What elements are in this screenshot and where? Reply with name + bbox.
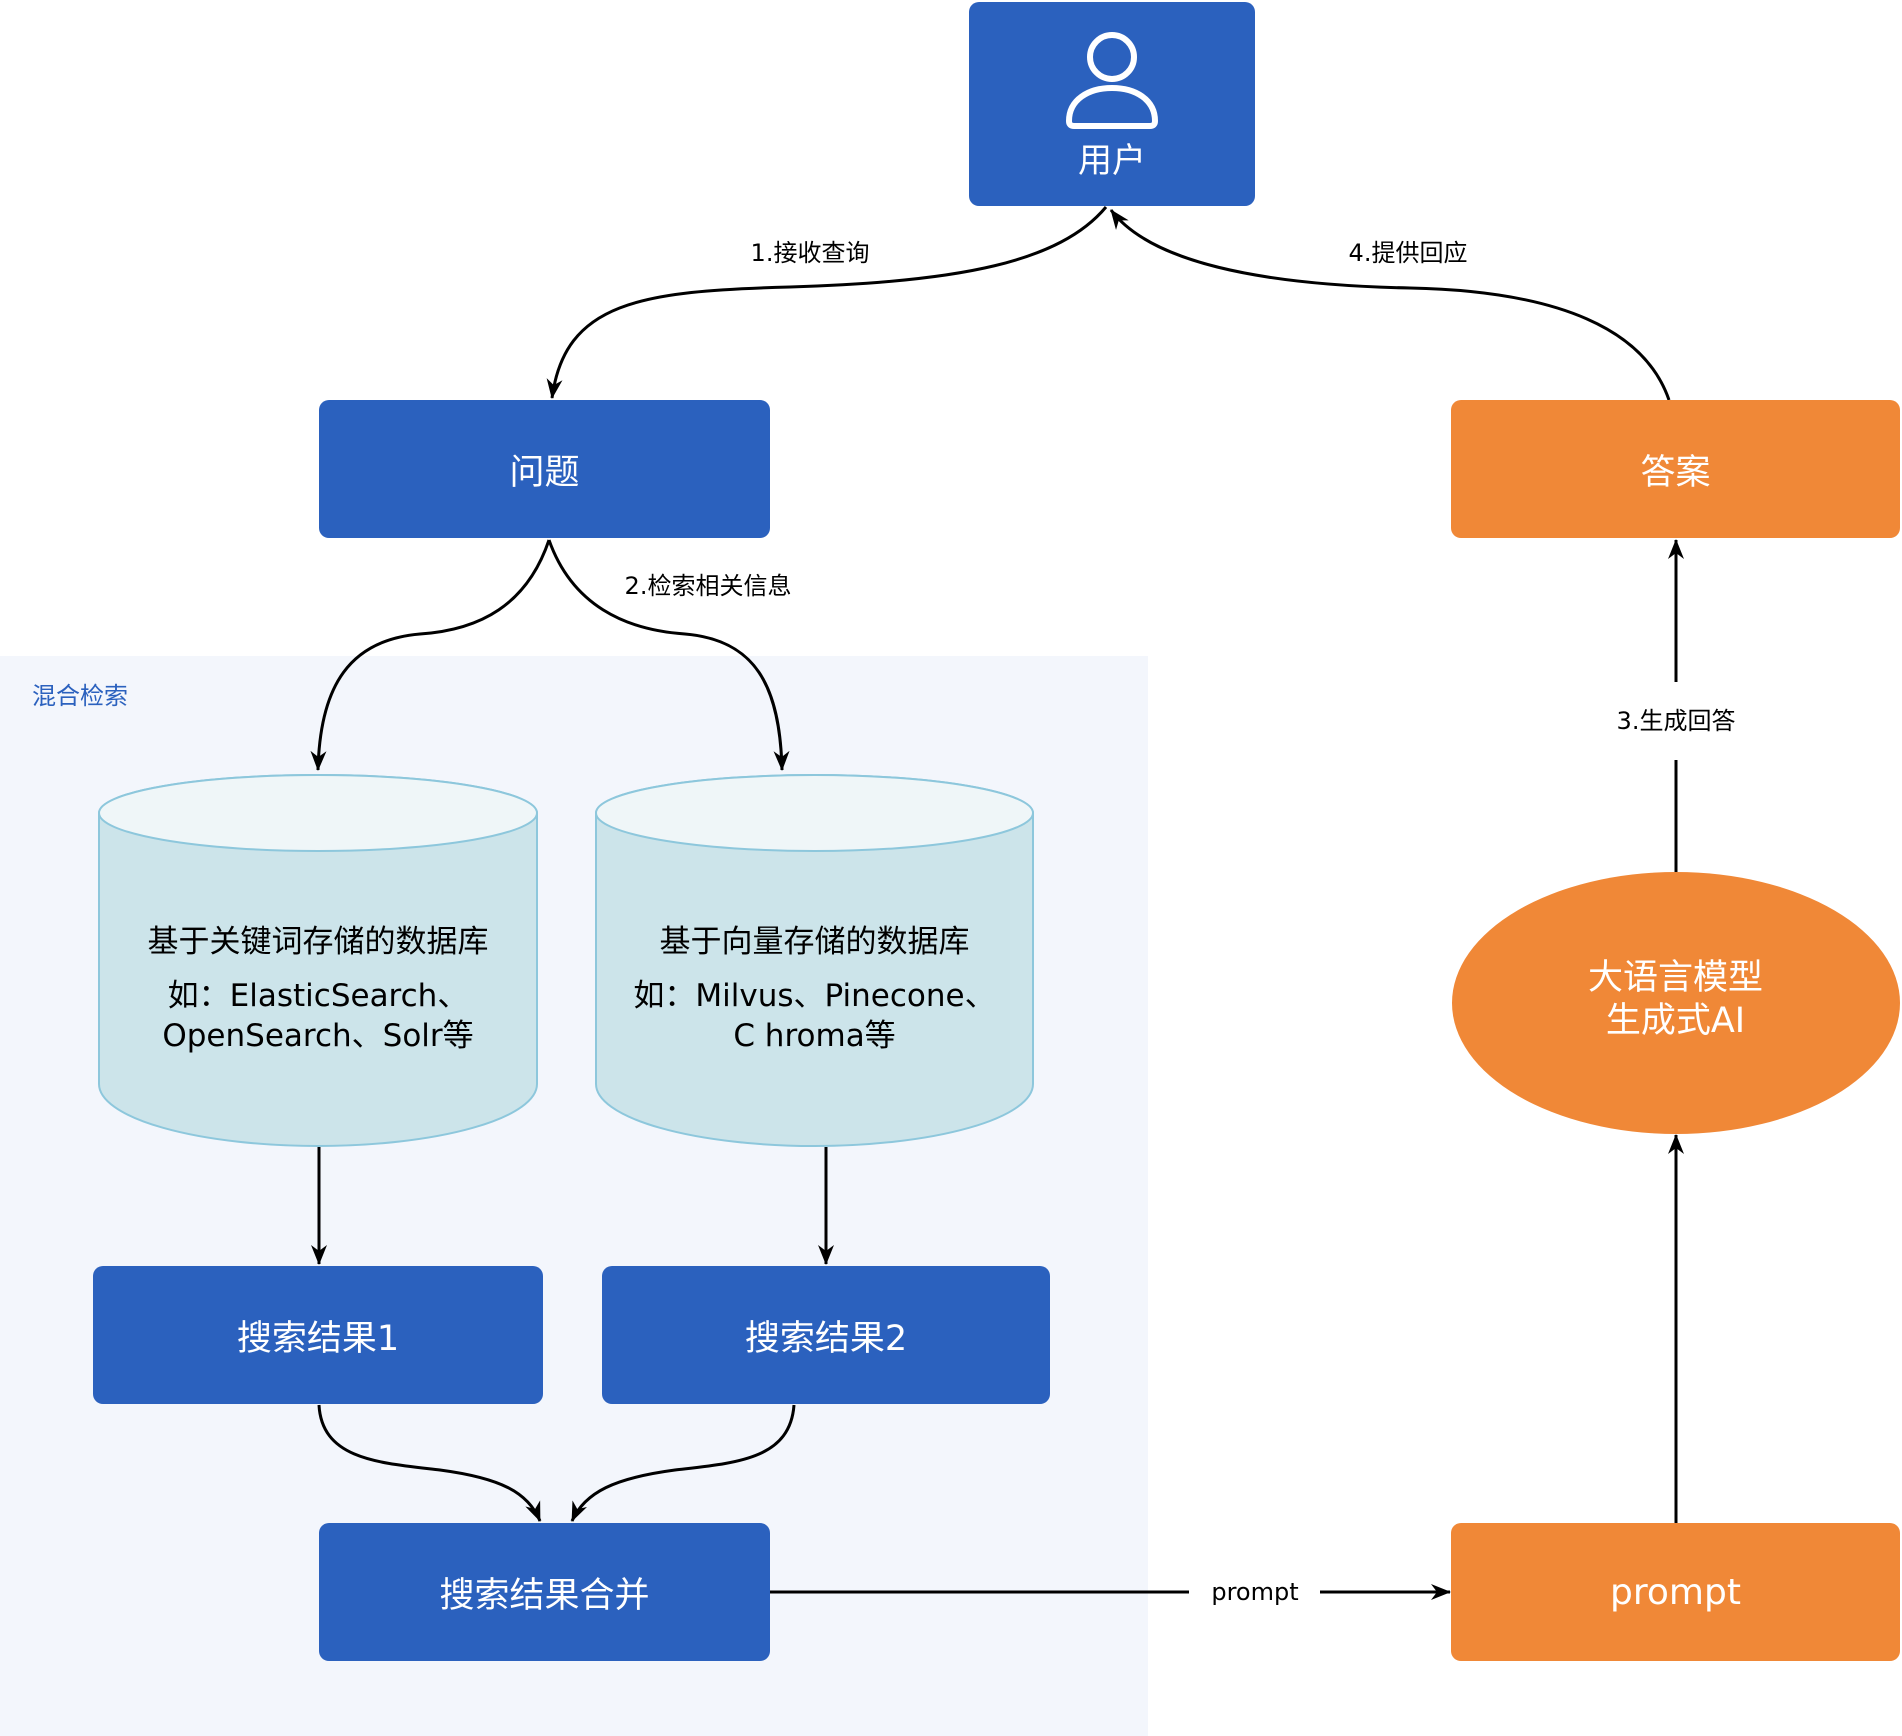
edge-label-generate-answer: 3.生成回答 <box>1616 707 1736 735</box>
vector-database-text: 基于向量存储的数据库 如：Milvus、Pinecone、 C hroma等 <box>596 922 1033 1056</box>
search-result-2-label: 搜索结果2 <box>744 1318 908 1359</box>
search-result-1-node: 搜索结果1 <box>93 1266 543 1404</box>
edge-label-prompt: prompt <box>1211 1578 1299 1606</box>
edge-label-retrieve-info: 2.检索相关信息 <box>624 572 792 600</box>
llm-node-line-2: 生成式AI <box>1605 1001 1746 1041</box>
llm-node <box>1452 872 1900 1134</box>
user-node-label: 用户 <box>1078 141 1146 181</box>
merged-results-label: 搜索结果合并 <box>439 1575 650 1616</box>
vector-database-examples-line-1: 如：Milvus、Pinecone、 <box>633 978 996 1014</box>
vector-database-top <box>595 774 1034 852</box>
keyword-database-examples-line-1: 如：ElasticSearch、 <box>167 978 469 1014</box>
keyword-database-examples-line-2: OpenSearch、Solr等 <box>162 1018 474 1054</box>
edge-receive-query <box>546 206 1108 399</box>
user-node: 用户 <box>969 2 1255 206</box>
llm-node-text: 大语言模型 生成式AI <box>1451 957 1900 1043</box>
edge-provide-response <box>1109 209 1671 401</box>
search-result-1-label: 搜索结果1 <box>236 1318 400 1359</box>
answer-node: 答案 <box>1451 400 1900 538</box>
prompt-node-label: prompt <box>1610 1571 1741 1613</box>
merged-results-node: 搜索结果合并 <box>319 1523 770 1661</box>
user-icon <box>1066 32 1158 129</box>
question-node: 问题 <box>319 400 770 538</box>
vector-database-title: 基于向量存储的数据库 <box>659 924 970 960</box>
edge-retrieve-vector-db <box>547 539 790 771</box>
question-node-label: 问题 <box>509 452 580 493</box>
edge-retrieve-keyword-db <box>310 539 551 771</box>
edge-label-receive-query: 1.接收查询 <box>750 239 870 267</box>
edge-result-2-to-merged <box>570 1404 796 1522</box>
hybrid-search-region-label: 混合检索 <box>32 682 128 710</box>
vector-database-examples-line-2: C hroma等 <box>733 1018 896 1054</box>
prompt-node: prompt <box>1451 1523 1900 1661</box>
edge-label-provide-response: 4.提供回应 <box>1348 239 1468 267</box>
search-result-2-node: 搜索结果2 <box>602 1266 1050 1404</box>
answer-node-label: 答案 <box>1640 452 1711 493</box>
vector-database-cylinder <box>595 774 1034 1147</box>
keyword-database-cylinder <box>98 774 538 1147</box>
keyword-database-top <box>98 774 538 852</box>
keyword-database-title: 基于关键词存储的数据库 <box>147 924 489 960</box>
llm-node-line-1: 大语言模型 <box>1587 958 1763 998</box>
edges <box>310 206 1684 1600</box>
keyword-database-text: 基于关键词存储的数据库 如：ElasticSearch、 OpenSearch、… <box>99 922 537 1056</box>
edge-result-1-to-merged <box>317 1404 542 1522</box>
